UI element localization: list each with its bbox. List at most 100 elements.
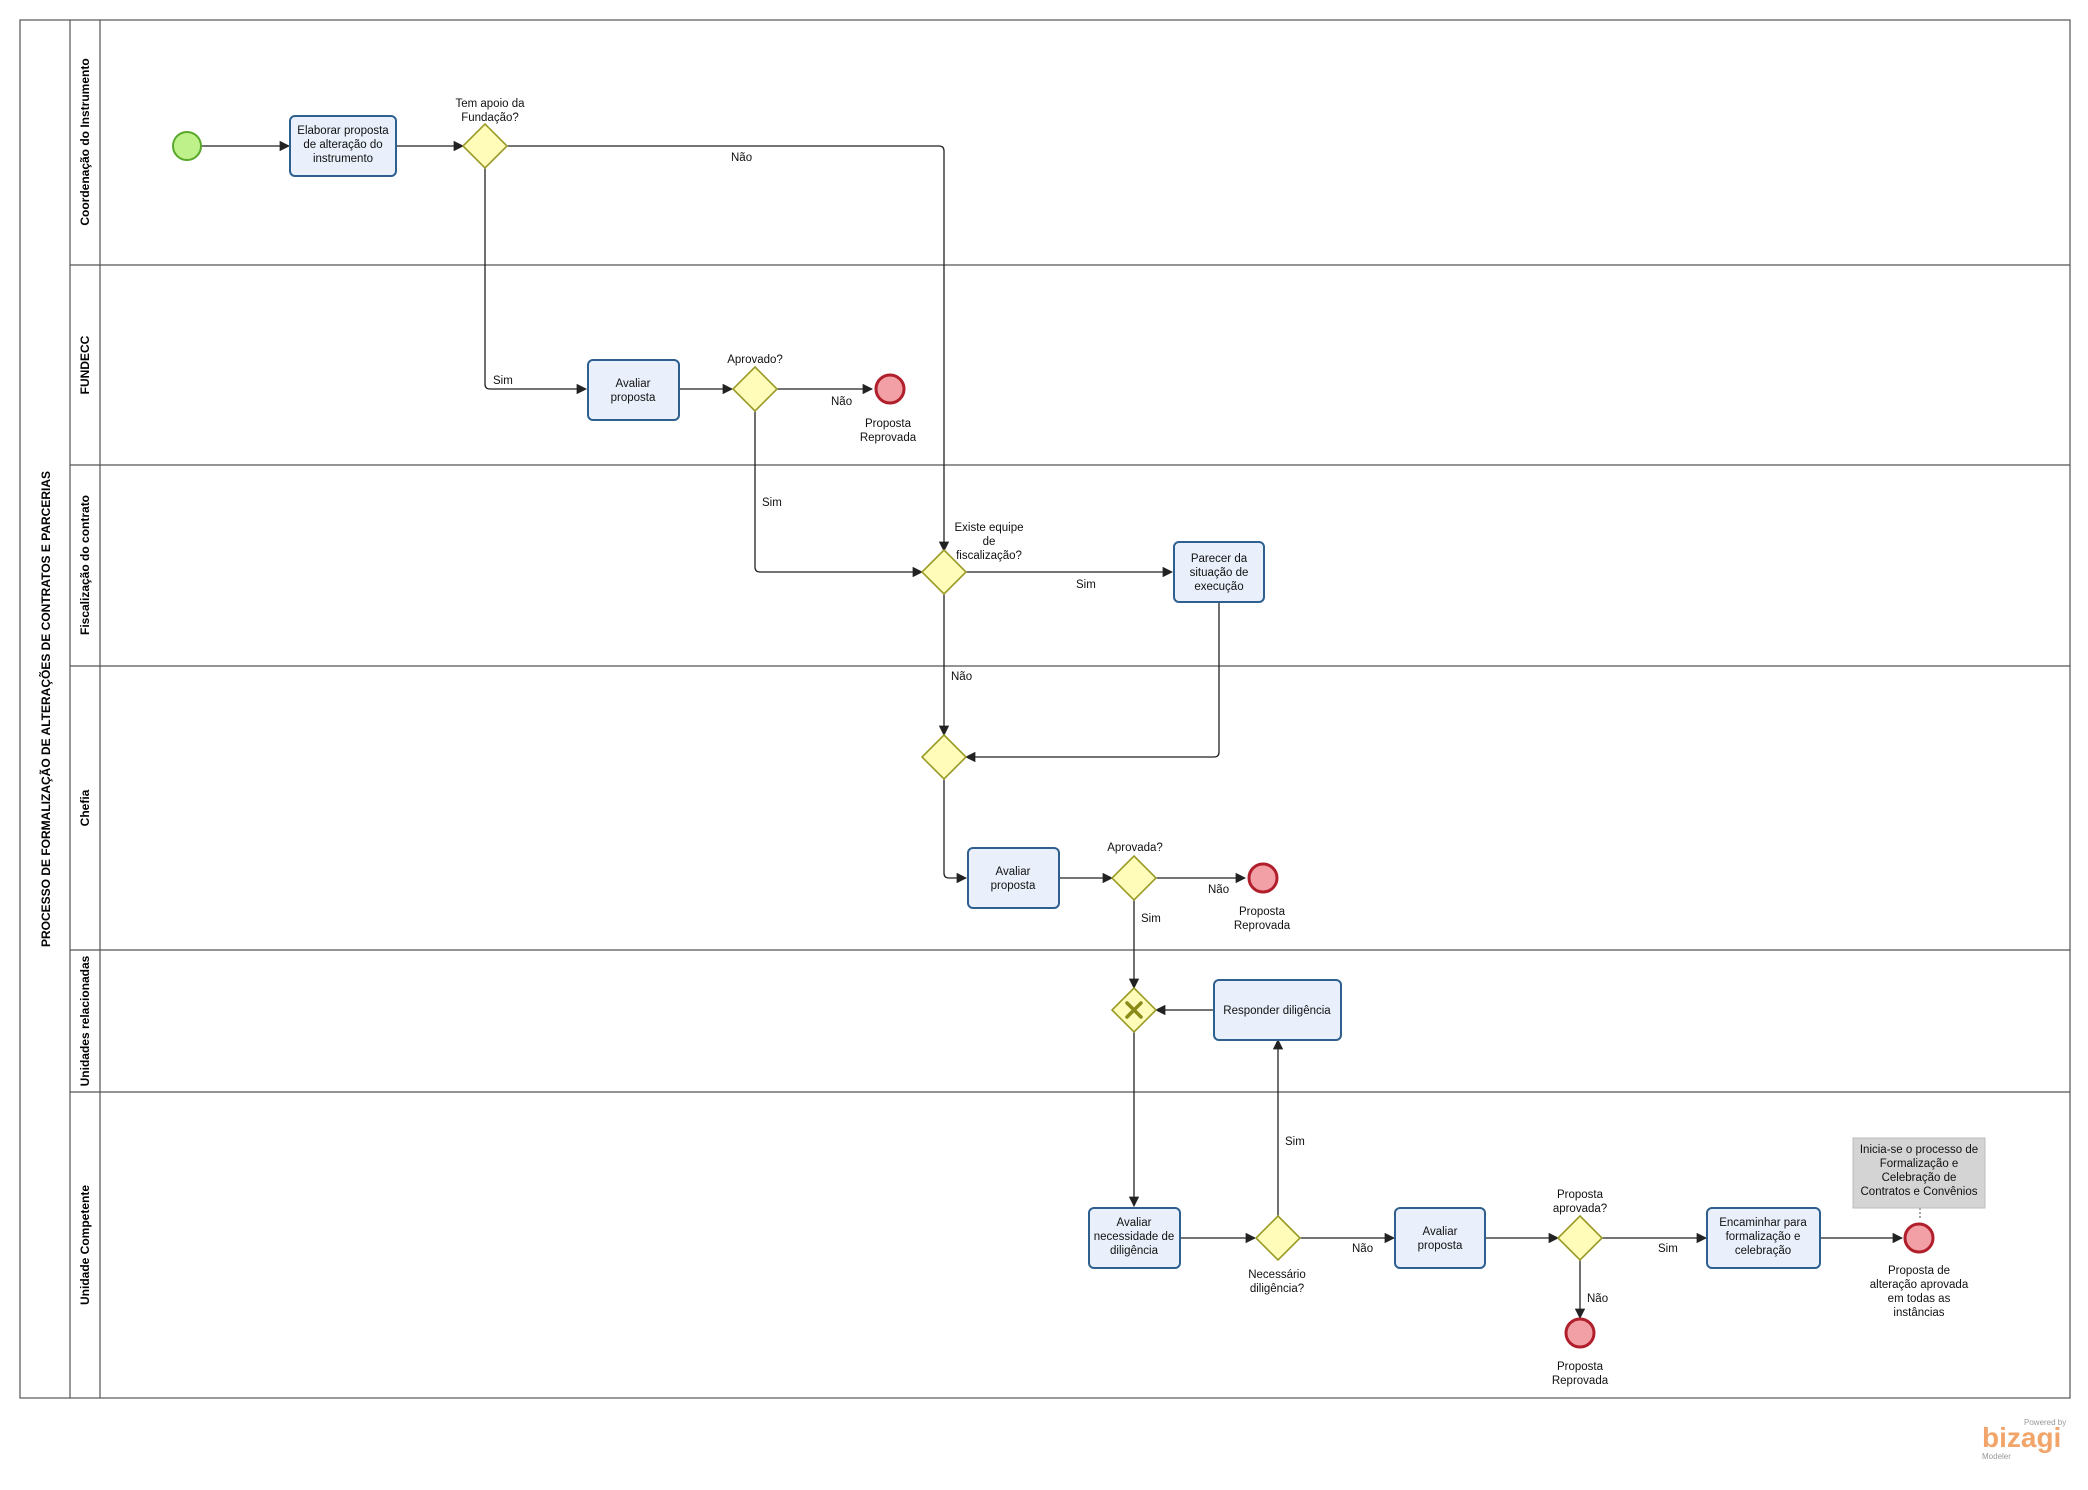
- modeler-label: Modeler: [1982, 1452, 2011, 1461]
- label-aprovado-nao: Não: [831, 396, 852, 408]
- label-equipe-sim: Sim: [1076, 579, 1096, 591]
- gateway-necessario-label-line: diligência?: [1250, 1283, 1304, 1295]
- label-necessario-sim: Sim: [1285, 1136, 1305, 1148]
- task-elaborar-proposta[interactable]: Elaborar proposta de alteração do instrume…: [289, 115, 397, 177]
- bizagi-logo: Powered by bizagi Modeler: [1982, 1418, 2066, 1461]
- annotation-text-line: Celebração de: [1882, 1172, 1957, 1184]
- task-avaliar-proposta-chefia-line: Avaliar: [996, 866, 1031, 878]
- flow-apoio-nao[interactable]: [507, 145, 950, 553]
- start-event[interactable]: [172, 131, 202, 161]
- annotation-text-line: Contratos e Convênios: [1861, 1186, 1978, 1198]
- end-reprovada-chefia-label-line: Proposta: [1239, 906, 1286, 918]
- gateway-aprovada-chefia-label: Aprovada?: [1107, 842, 1163, 854]
- label-necessario-nao: Não: [1352, 1243, 1373, 1255]
- label-aprovada-nao: Não: [1208, 884, 1229, 896]
- task-avaliar-proposta-fundecc-line: Avaliar: [616, 378, 651, 390]
- gateway-aprovado-fundecc-label-line: Aprovado?: [727, 354, 783, 366]
- flow-merge-avaliar[interactable]: [943, 779, 968, 884]
- sequence-flows: [202, 140, 1921, 1320]
- task-avaliar-proposta-chefia[interactable]: Avaliar proposta: [967, 847, 1060, 909]
- end-reprovada-chefia-label-line: Reprovada: [1234, 920, 1291, 932]
- task-elaborar-proposta-line: de alteração do: [303, 139, 382, 151]
- task-parecer-situacao-line: situação de: [1190, 567, 1249, 579]
- svg-text:Responder diligência: Responder diligência: [1223, 1005, 1331, 1017]
- gateway-necessario-diligencia[interactable]: Necessário diligência?: [1248, 1214, 1306, 1295]
- label-apoio-nao: Não: [731, 152, 752, 164]
- task-encaminhar-formalizacao[interactable]: Encaminhar para formalização e celebração: [1706, 1207, 1821, 1269]
- gateway-existe-equipe-label-line: de: [983, 536, 996, 548]
- label-equipe-nao: Não: [951, 671, 972, 683]
- gateway-necessario-label-line: Necessário: [1248, 1269, 1306, 1281]
- task-avaliar-proposta-chefia-line: proposta: [991, 880, 1036, 892]
- task-responder-diligencia-line: Responder diligência: [1223, 1005, 1331, 1017]
- task-encaminhar-formalizacao-line: celebração: [1735, 1245, 1791, 1257]
- gateway-aprovada-chefia[interactable]: Aprovada?: [1107, 842, 1163, 902]
- end-reprovada-uc-label-line: Proposta: [1557, 1361, 1604, 1373]
- task-avaliar-proposta-uc-line: Avaliar: [1423, 1226, 1458, 1238]
- task-encaminhar-formalizacao-line: formalização e: [1726, 1231, 1801, 1243]
- lane-title-unidade-competente: Unidade Competente: [78, 1185, 92, 1305]
- lane-title-fundecc: FUNDECC: [78, 335, 92, 394]
- end-aprovada-final-label-line: instâncias: [1893, 1307, 1944, 1319]
- lanes: Coordenação do Instrumento FUNDECC Fisca…: [70, 58, 2070, 1305]
- flow-labels: Não Sim Não Sim Sim Não Não Sim Sim Não …: [493, 152, 1678, 1305]
- task-elaborar-proposta-line: Elaborar proposta: [297, 125, 389, 137]
- end-reprovada-uc-label-line: Reprovada: [1552, 1375, 1609, 1387]
- end-aprovada-final-label-line: alteração aprovada: [1870, 1279, 1969, 1291]
- lane-title-unidades: Unidades relacionadas: [78, 955, 92, 1086]
- label-apoio-sim: Sim: [493, 375, 513, 387]
- pool: PROCESSO DE FORMALIZAÇÃO DE ALTERAÇÕES D…: [19, 19, 2071, 1399]
- flow-parecer-merge[interactable]: [964, 603, 1220, 763]
- task-responder-diligencia[interactable]: Responder diligência: [1213, 979, 1342, 1041]
- gateway-aprovado-fundecc[interactable]: Aprovado?: [727, 354, 783, 413]
- gateway-aprovada-chefia-label-line: Aprovada?: [1107, 842, 1163, 854]
- gateway-proposta-aprovada-label-line: aprovada?: [1553, 1203, 1607, 1215]
- task-elaborar-proposta-line: instrumento: [313, 153, 373, 165]
- gateway-merge[interactable]: [920, 733, 968, 781]
- lane-title-coordenacao: Coordenação do Instrumento: [78, 58, 92, 225]
- gateway-exclusive-diligencia[interactable]: [1110, 986, 1158, 1034]
- label-aprovada-sim: Sim: [1141, 913, 1161, 925]
- flow-apoio-sim[interactable]: [484, 168, 588, 395]
- gateway-existe-equipe-label-line: fiscalização?: [956, 550, 1022, 562]
- task-encaminhar-formalizacao-line: Encaminhar para: [1719, 1217, 1807, 1229]
- task-avaliar-proposta-uc-line: proposta: [1418, 1240, 1463, 1252]
- task-avaliar-proposta-uc[interactable]: Avaliar proposta: [1394, 1207, 1486, 1269]
- powered-by-label: Powered by: [2024, 1418, 2066, 1427]
- pool-title: PROCESSO DE FORMALIZAÇÃO DE ALTERAÇÕES D…: [38, 471, 53, 947]
- gateway-necessario-label: Necessário diligência?: [1248, 1269, 1306, 1295]
- annotation-text-line: Inicia-se o processo de: [1860, 1144, 1978, 1156]
- label-aprovada-uc-sim: Sim: [1658, 1243, 1678, 1255]
- x-marker-icon: [1125, 1001, 1143, 1019]
- task-parecer-situacao-line: execução: [1194, 581, 1243, 593]
- gateway-tem-apoio-label-line: Fundação?: [461, 112, 519, 124]
- bizagi-wordmark: bizagi: [1982, 1422, 2061, 1453]
- flow-aprovado-sim[interactable]: [754, 411, 924, 578]
- task-avaliar-necessidade-line: diligência: [1110, 1245, 1159, 1257]
- lane-title-chefia: Chefia: [78, 789, 92, 826]
